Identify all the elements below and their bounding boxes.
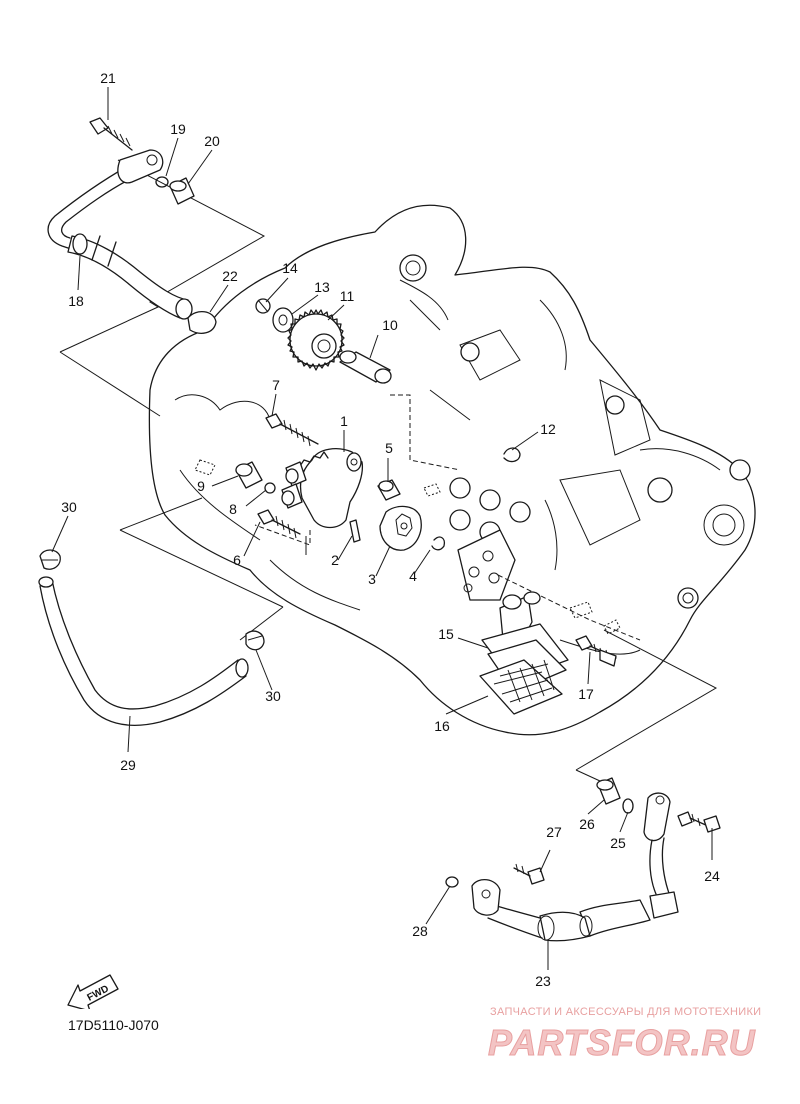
callout-10: 10 [382,317,398,333]
callout-24: 24 [704,868,720,884]
fwd-arrow-icon: FWD [67,974,119,1009]
callout-21: 21 [100,70,116,86]
callout-30-top: 30 [61,499,77,515]
callout-13: 13 [314,279,330,295]
callout-17: 17 [578,686,594,702]
callout-18: 18 [68,293,84,309]
callout-9: 9 [197,478,205,494]
callout-29: 29 [120,757,136,773]
oil-pump-group [235,298,521,551]
callout-23: 23 [535,973,551,989]
callout-27: 27 [546,824,562,840]
diagram-code: 17D5110-J070 [68,1017,159,1033]
callout-14: 14 [282,260,298,276]
callout-12: 12 [540,421,556,437]
callout-1: 1 [340,413,348,429]
callout-19: 19 [170,121,186,137]
callout-6: 6 [233,552,241,568]
callout-11: 11 [339,288,355,304]
watermark-logo: PARTSFOR.RU [488,1022,756,1064]
callout-8: 8 [229,501,237,517]
callout-28: 28 [412,923,428,939]
leader-lines [51,87,713,970]
callout-3: 3 [368,571,376,587]
explode-lines [59,159,718,782]
callout-22: 22 [222,268,238,284]
callout-16: 16 [434,718,450,734]
pipe-assembly-23 [445,777,721,942]
callout-26: 26 [579,816,595,832]
callout-30-bottom: 30 [265,688,281,704]
callout-15: 15 [438,626,454,642]
callout-20: 20 [204,133,220,149]
pipe-assembly-18 [47,117,217,334]
hose-29 [38,549,265,726]
watermark-caption: ЗАПЧАСТИ И АКСЕССУАРЫ ДЛЯ МОТОТЕХНИКИ [490,1006,762,1018]
oil-strainer [479,591,617,715]
callout-4: 4 [409,568,417,584]
callout-2: 2 [331,552,339,568]
callout-25: 25 [610,835,626,851]
pump-drive-gear [287,309,345,371]
callout-5: 5 [385,440,393,456]
callout-7: 7 [272,377,280,393]
